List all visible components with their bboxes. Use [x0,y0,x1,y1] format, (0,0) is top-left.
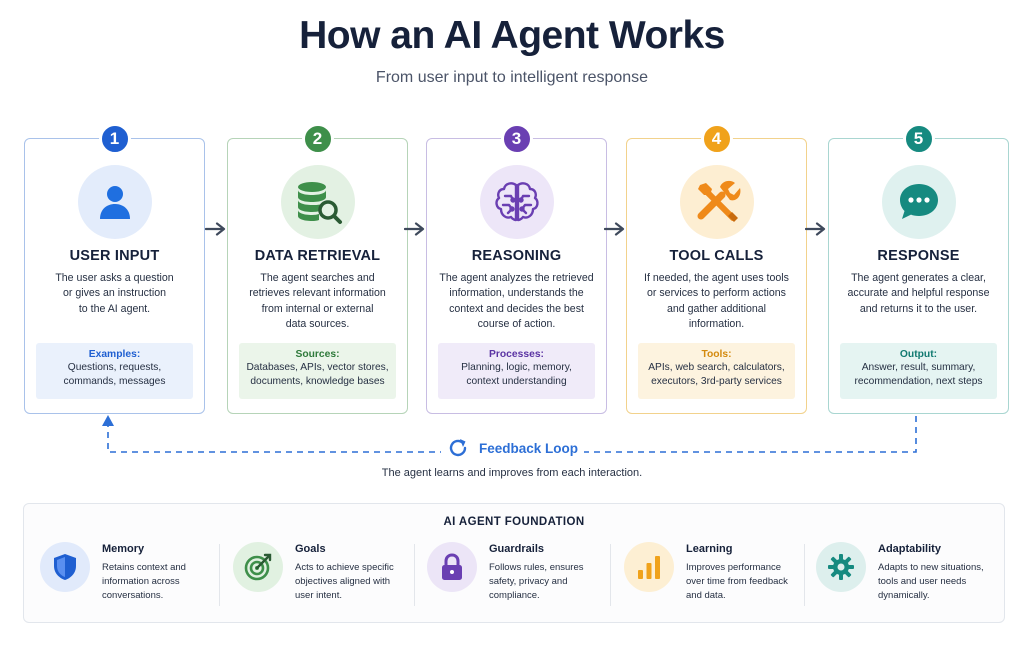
shield-icon [40,542,90,592]
step-card-tool-calls: 4 TOOL CALLS If needed, the agent uses t… [626,123,807,414]
gear-icon [816,542,866,592]
arrow-right-icon [805,222,826,236]
step-number: 5 [902,123,935,155]
feedback-loop-label: Feedback Loop [441,437,585,459]
step-processes-box: Processes: Planning, logic, memory, cont… [438,343,595,399]
step-sources-box: Sources: Databases, APIs, vector stores,… [239,343,396,399]
divider [610,544,611,606]
step-box-label: Examples: [88,349,141,360]
step-card-data-retrieval: 2 DATA RETRIEVAL The agent searches and … [227,123,408,414]
foundation-item-name: Goals [295,543,326,555]
step-box-label: Output: [899,349,938,360]
step-box-text: Planning, logic, memory, context underst… [461,362,572,388]
brain-icon [479,165,554,239]
arrow-right-icon [604,222,625,236]
step-card-response: 5 RESPONSE The agent generates a clear, … [828,123,1009,414]
foundation-title: AI AGENT FOUNDATION [443,516,585,528]
step-description: The agent analyzes the retrieved informa… [439,272,594,331]
step-number: 3 [500,123,533,155]
step-number: 2 [301,123,334,155]
step-box-label: Tools: [701,349,732,360]
feedback-loop-caption: The agent learns and improves from each … [381,467,643,479]
foundation-item-description: Retains context and information across c… [102,562,186,601]
chat-bubble-icon [881,165,956,239]
foundation-item-description: Follows rules, ensures safety, privacy a… [489,562,584,601]
target-icon [233,542,283,592]
step-box-label: Sources: [295,349,340,360]
step-title: DATA RETRIEVAL [254,248,381,264]
step-tools-box: Tools: APIs, web search, calculators, ex… [638,343,795,399]
foundation-item-goals: Goals Acts to achieve specific objective… [219,540,415,610]
page-subtitle: From user input to intelligent response [375,69,649,86]
step-description: The agent generates a clear, accurate an… [847,272,990,315]
foundation-item-adaptability: Adaptability Adapts to new situations, t… [802,540,998,610]
arrow-up-icon [102,415,114,426]
foundation-panel: AI AGENT FOUNDATION Memory Retains conte… [23,503,1005,623]
foundation-item-memory: Memory Retains context and information a… [26,540,222,610]
foundation-item-name: Memory [102,543,145,555]
divider [414,544,415,606]
step-title: REASONING [471,248,562,264]
step-title: TOOL CALLS [669,248,764,264]
step-description: The user asks a question or gives an ins… [55,272,174,315]
tools-icon [679,165,754,239]
step-box-text: Answer, result, summary, recommendation,… [854,362,983,388]
step-title: USER INPUT [69,248,160,264]
database-search-icon [280,165,355,239]
step-box-text: Databases, APIs, vector stores, document… [246,362,389,388]
page-title: How an AI Agent Works [299,14,725,57]
step-box-text: APIs, web search, calculators, executors… [648,362,785,388]
refresh-icon [449,439,467,457]
step-description: The agent searches and retrieves relevan… [249,272,386,331]
foundation-item-description: Improves performance over time from feed… [686,562,788,601]
feedback-loop-title: Feedback Loop [479,440,579,456]
foundation-item-name: Guardrails [489,543,545,555]
divider [219,544,220,606]
step-card-user-input: 1 USER INPUT The user asks a question or… [24,123,205,414]
step-card-reasoning: 3 REASONING The agent analyzes the retri… [426,123,607,414]
step-number: 4 [700,123,733,155]
foundation-item-name: Adaptability [878,543,941,555]
lock-icon [427,542,477,592]
step-number: 1 [98,123,131,155]
foundation-item-learning: Learning Improves performance over time … [610,540,806,610]
step-output-box: Output: Answer, result, summary, recomme… [840,343,997,399]
step-examples-box: Examples: Questions, requests, commands,… [36,343,193,399]
foundation-item-description: Acts to achieve specific objectives alig… [295,562,394,601]
foundation-item-guardrails: Guardrails Follows rules, ensures safety… [413,540,609,610]
arrow-right-icon [205,222,226,236]
bar-chart-icon [624,542,674,592]
foundation-item-description: Adapts to new situations, tools and user… [878,562,984,601]
step-box-label: Processes: [489,349,544,360]
step-description: If needed, the agent uses tools or servi… [644,272,789,331]
user-icon [77,165,152,239]
arrow-right-icon [404,222,425,236]
divider [804,544,805,606]
step-title: RESPONSE [877,248,960,264]
foundation-item-name: Learning [686,543,733,555]
step-box-text: Questions, requests, commands, messages [63,362,166,388]
